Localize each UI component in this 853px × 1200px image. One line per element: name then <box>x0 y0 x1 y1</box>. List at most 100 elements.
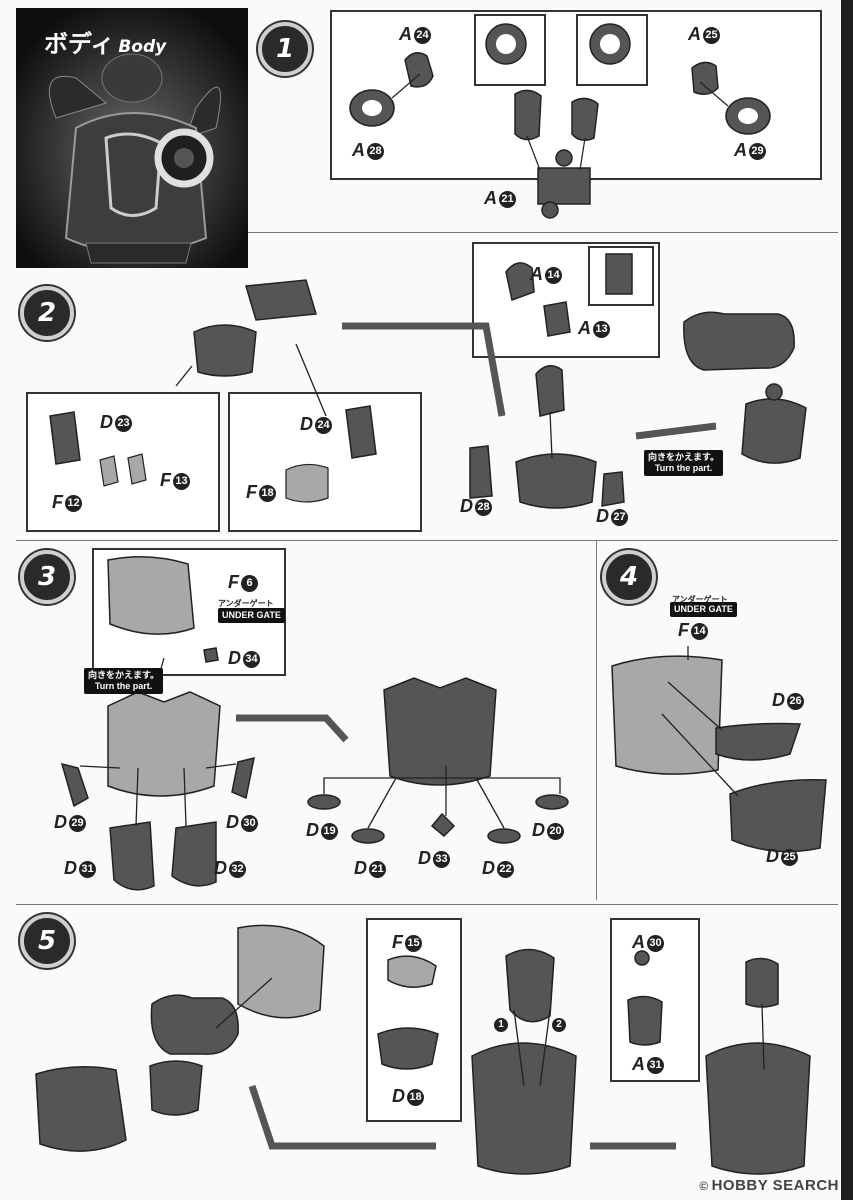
label-D21-number: 21 <box>369 861 386 878</box>
step-badge-2: 2 <box>20 286 74 340</box>
label-F6-letter: F <box>228 572 239 592</box>
label-F15-number: 15 <box>405 935 422 952</box>
order-marker-1: 1 <box>494 1018 508 1032</box>
label-A21-number: 21 <box>499 191 516 208</box>
turn-part-tag-step3-en: Turn the part. <box>94 681 153 691</box>
label-D30-letter: D <box>226 812 239 832</box>
label-F13-letter: F <box>160 470 171 490</box>
watermark-symbol: © <box>699 1179 709 1193</box>
label-A31-letter: A <box>632 1054 645 1074</box>
divider-step2-3 <box>16 540 838 541</box>
label-A21-letter: A <box>484 188 497 208</box>
step2-diagram <box>49 253 807 509</box>
label-A14-number: 14 <box>545 267 562 284</box>
label-D18-letter: D <box>392 1086 405 1106</box>
step3-diagram <box>60 556 569 891</box>
step4-diagram <box>611 646 827 853</box>
label-D32-letter: D <box>214 858 227 878</box>
label-A25-number: 25 <box>703 27 720 44</box>
label-D18-number: 18 <box>407 1089 424 1106</box>
label-D25-letter: D <box>766 846 779 866</box>
label-D34-number: 34 <box>243 651 260 668</box>
label-A13-number: 13 <box>593 321 610 338</box>
step-badge-5: 5 <box>20 914 74 968</box>
turn-part-tag-step3-jp: 向きをかえます。 <box>88 670 160 680</box>
label-D20-letter: D <box>532 820 545 840</box>
label-A14-letter: A <box>530 264 543 284</box>
label-D19-number: 19 <box>321 823 338 840</box>
label-A28-letter: A <box>352 140 365 160</box>
label-D24-number: 24 <box>315 417 332 434</box>
turn-part-tag-step2: 向きをかえます。Turn the part. <box>644 450 724 476</box>
order-marker-2: 2 <box>552 1018 566 1032</box>
label-D21-letter: D <box>354 858 367 878</box>
label-D22-letter: D <box>482 858 495 878</box>
label-F18-number: 18 <box>259 485 276 502</box>
label-D29-letter: D <box>54 812 67 832</box>
turn-part-tag-step2-jp: 向きをかえます。 <box>648 452 720 462</box>
label-D33-number: 33 <box>433 851 450 868</box>
step-badge-1: 1 <box>258 22 312 76</box>
header-title-en: Body <box>118 37 167 57</box>
label-F14-letter: F <box>678 620 689 640</box>
label-D19-letter: D <box>306 820 319 840</box>
label-D25-number: 25 <box>781 849 798 866</box>
label-D22-number: 22 <box>497 861 514 878</box>
label-A29-letter: A <box>734 140 747 160</box>
label-D32-number: 32 <box>229 861 246 878</box>
undergate-jp-step3: アンダーゲート <box>218 599 274 608</box>
label-D24-letter: D <box>300 414 313 434</box>
label-F13-number: 13 <box>173 473 190 490</box>
label-F15-letter: F <box>392 932 403 952</box>
label-D27-number: 27 <box>611 509 628 526</box>
label-D29-number: 29 <box>69 815 86 832</box>
rider-body-illustration <box>16 8 248 268</box>
label-A30-letter: A <box>632 932 645 952</box>
label-A24-number: 24 <box>414 27 431 44</box>
label-A30-number: 30 <box>647 935 664 952</box>
undergate-tag-step4: UNDER GATE <box>670 602 737 617</box>
label-D23-number: 23 <box>115 415 132 432</box>
label-A13-letter: A <box>578 318 591 338</box>
undergate-jp-step4: アンダーゲート <box>672 595 728 604</box>
label-D28-letter: D <box>460 496 473 516</box>
right-edge-border <box>841 0 853 1200</box>
label-A31-number: 31 <box>647 1057 664 1074</box>
divider-step4-5 <box>16 904 838 905</box>
step5-callout-left <box>366 918 462 1122</box>
label-D27-letter: D <box>596 506 609 526</box>
undergate-tag-step3: UNDER GATE <box>218 608 285 623</box>
turn-part-tag-step2-en: Turn the part. <box>654 463 713 473</box>
label-A28-number: 28 <box>367 143 384 160</box>
label-D33-letter: D <box>418 848 431 868</box>
label-F14-number: 14 <box>691 623 708 640</box>
label-D28-number: 28 <box>475 499 492 516</box>
divider-step3-4 <box>596 540 597 900</box>
